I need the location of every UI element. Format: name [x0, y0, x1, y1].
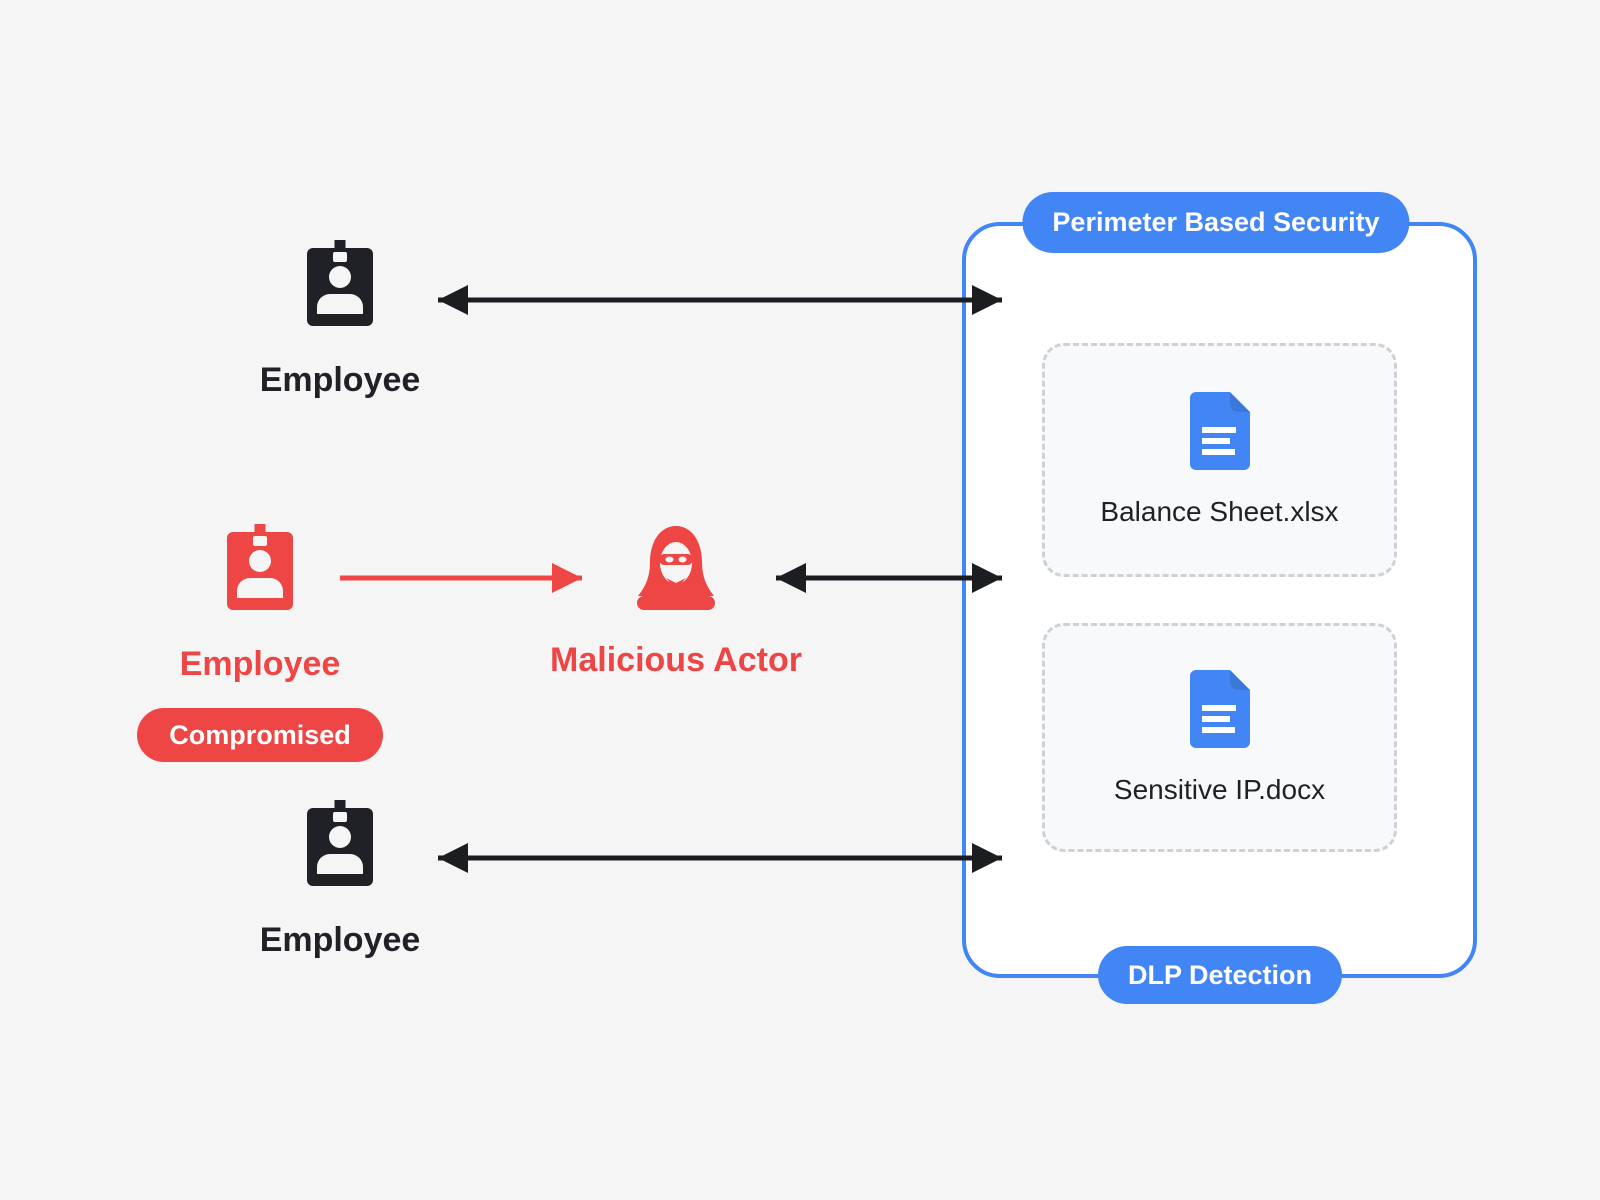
hooded-hacker-icon [637, 526, 715, 610]
id-badge-icon [227, 524, 293, 610]
employee-compromised-node: Employee Compromised [137, 524, 383, 762]
file-card-sensitive-ip: Sensitive IP.docx [1042, 623, 1397, 852]
perimeter-security-panel [962, 222, 1477, 978]
id-badge-icon [307, 240, 373, 326]
perimeter-security-label: Perimeter Based Security [1022, 192, 1410, 253]
id-badge-icon [307, 800, 373, 886]
file-name: Balance Sheet.xlsx [1100, 496, 1339, 527]
employee-label: Employee [179, 645, 341, 683]
employee-top-node: Employee [220, 240, 460, 400]
malicious-actor-node: Malicious Actor [550, 526, 802, 680]
dlp-detection-label: DLP Detection [1097, 946, 1343, 1004]
employee-bottom-node: Employee [220, 800, 460, 960]
file-card-balance-sheet: Balance Sheet.xlsx [1042, 343, 1397, 577]
compromised-status-badge: Compromised [137, 708, 383, 762]
malicious-actor-label: Malicious Actor [550, 641, 802, 679]
document-icon [1189, 392, 1250, 470]
employee-label: Employee [259, 361, 421, 399]
file-name: Sensitive IP.docx [1113, 773, 1326, 805]
employee-label: Employee [259, 921, 421, 959]
document-icon [1189, 669, 1250, 748]
